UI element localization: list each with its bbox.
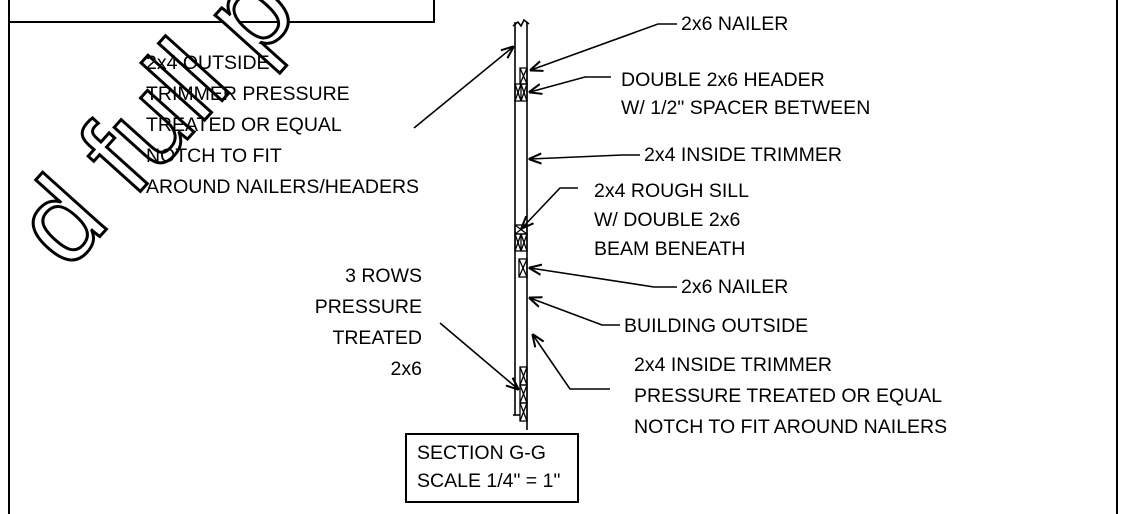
section-title-block: SECTION G-G SCALE 1/4" = 1"	[405, 433, 579, 503]
leader-inside-trimmer-top	[530, 155, 640, 159]
leader-building-outside	[530, 298, 620, 326]
label-header: DOUBLE 2x6 HEADER W/ 1/2" SPACER BETWEEN	[621, 69, 871, 119]
leader-rough-sill	[522, 187, 578, 228]
label-nailer-bottom: 2x6 NAILER	[681, 276, 789, 298]
double-header	[514, 83, 528, 102]
label-nailer-top: 2x6 NAILER	[681, 13, 789, 35]
label-inside-trimmer-top: 2x4 INSIDE TRIMMER	[644, 144, 842, 166]
section-title: SECTION G-G	[417, 442, 546, 464]
top-nailer	[519, 67, 528, 85]
drawing-frame	[8, 0, 1118, 514]
rough-sill	[514, 224, 528, 252]
leader-header	[530, 76, 611, 92]
bottom-nailer	[518, 258, 528, 278]
leader-inside-trimmer-bottom	[533, 335, 610, 390]
pressure-treated-rows	[519, 366, 528, 422]
label-inside-trimmer-bottom: 2x4 INSIDE TRIMMER PRESSURE TREATED OR E…	[634, 354, 948, 438]
leader-nailer-bottom	[530, 268, 677, 288]
leader-outside-trimmer	[413, 47, 513, 129]
section-scale: SCALE 1/4" = 1"	[417, 470, 561, 492]
leader-lines	[413, 23, 677, 390]
label-rough-sill: 2x4 ROUGH SILL W/ DOUBLE 2x6 BEAM BENEAT…	[594, 180, 749, 260]
label-pressure-treated-rows: 3 ROWS PRESSURE TREATED 2x6	[314, 265, 422, 380]
leader-rows	[439, 322, 518, 389]
leader-nailer-top	[531, 23, 677, 70]
label-building-outside: BUILDING OUTSIDE	[624, 315, 809, 337]
label-outside-trimmer: 2x4 OUTSIDE TRIMMER PRESSURE TREATED OR …	[146, 52, 420, 198]
